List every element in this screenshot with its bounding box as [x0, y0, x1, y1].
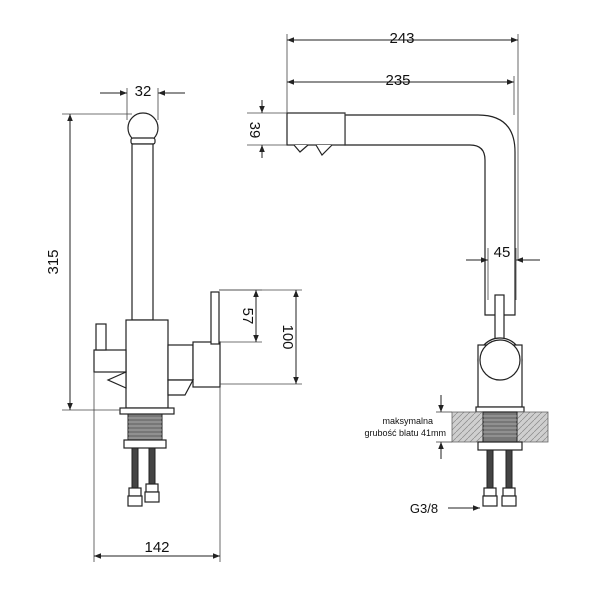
- dim-top-width: 32: [135, 83, 152, 100]
- dim-body-diameter: 45: [494, 244, 511, 261]
- counter-note-line1: maksymalna: [382, 416, 433, 426]
- counter-note-line2: grubość blatu 41mm: [364, 428, 446, 438]
- dim-spout-reach: 235: [385, 72, 410, 89]
- dim-spout-height: 39: [246, 122, 263, 139]
- dimension-lines-left: [62, 88, 302, 562]
- dim-overall-reach: 243: [389, 30, 414, 47]
- dim-body-width: 142: [144, 539, 169, 556]
- dim-handle-height: 57: [239, 308, 256, 325]
- side-view-faucet: [93, 112, 221, 507]
- front-view-faucet: [286, 112, 549, 507]
- dim-height: 315: [45, 249, 62, 274]
- dim-handle-total: 100: [279, 324, 296, 349]
- thread-label: G3/8: [410, 501, 438, 516]
- dimension-lines-right: [247, 34, 540, 511]
